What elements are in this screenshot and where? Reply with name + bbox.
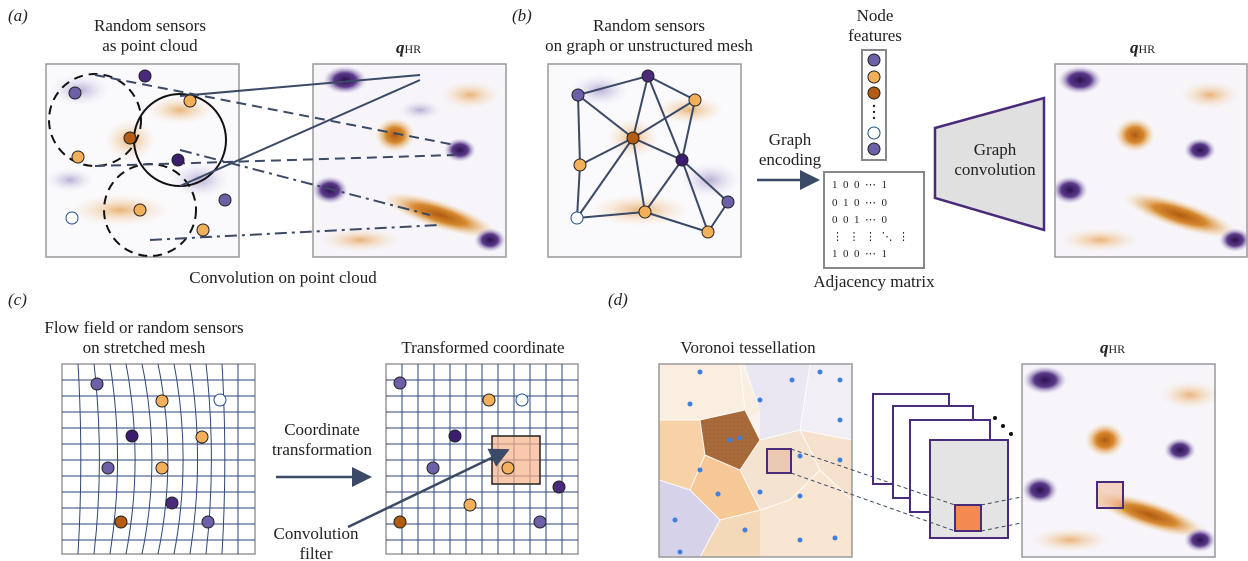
node-features-line1: Node xyxy=(856,6,894,25)
panel-b-tag: (b) xyxy=(512,6,532,25)
panel-a-sensors xyxy=(65,69,232,237)
voronoi-patch-box xyxy=(766,448,792,474)
voronoi-frame xyxy=(658,363,853,558)
panel-a-title-line2: as point cloud xyxy=(102,36,198,55)
panel-a-output-label: qHR xyxy=(396,38,422,57)
coordinate-transformation-line2: transformation xyxy=(271,440,373,459)
panel-c xyxy=(61,363,579,555)
adjacency-matrix-box xyxy=(823,171,925,269)
stretched-mesh-sensors xyxy=(90,377,227,529)
panel-b-title-line1: Random sensors xyxy=(593,16,705,35)
adjacency-matrix-row-1: 1 0 0 ⋯ 1 xyxy=(832,179,887,191)
transformed-coordinate-title: Transformed coordinate xyxy=(401,338,565,357)
panel-a-hr-field xyxy=(313,64,506,257)
panel-b xyxy=(547,49,1248,269)
panel-c-tag: (c) xyxy=(8,290,27,309)
feature-map-stack xyxy=(872,393,1009,539)
mesh-line-curved xyxy=(125,363,136,555)
panel-d xyxy=(658,363,1216,558)
adjacency-matrix-row-3: 0 0 1 ⋯ 0 xyxy=(832,214,887,226)
panel-c-title-line2: on stretched mesh xyxy=(82,338,206,357)
mesh-line-curved xyxy=(221,363,226,555)
panel-d-tag: (d) xyxy=(608,290,628,309)
panel-c-title-line1: Flow field or random sensors xyxy=(44,318,244,337)
mesh-line-curved xyxy=(157,363,169,555)
node-feature-entries xyxy=(867,53,881,156)
panel-b-graph-edges xyxy=(576,75,729,233)
panel-b-output-label: qHR xyxy=(1130,38,1156,57)
graph-encoding-line1: Graph xyxy=(768,130,812,149)
adjacency-matrix-label: Adjacency matrix xyxy=(813,272,935,291)
graph-convolution-line2: convolution xyxy=(954,160,1036,179)
convolution-filter-line2: filter xyxy=(299,544,333,561)
panel-a-caption: Convolution on point cloud xyxy=(189,268,377,287)
voronoi-title: Voronoi tessellation xyxy=(680,338,816,357)
graph-convolution-line1: Graph xyxy=(973,140,1017,159)
panel-d-output-label: qHR xyxy=(1100,338,1126,357)
voronoi-tessellation xyxy=(659,364,852,557)
transformed-grid-sensors xyxy=(393,376,566,529)
panel-b-title-line2: on graph or unstructured mesh xyxy=(545,36,753,55)
graph-encoding-line2: encoding xyxy=(758,150,822,169)
node-features-line2: features xyxy=(848,26,902,45)
coordinate-transformation-line1: Coordinate xyxy=(284,420,360,439)
panel-a-tag: (a) xyxy=(8,6,28,25)
feature-map-patch xyxy=(954,504,982,532)
panel-b-hr-field xyxy=(1055,64,1248,257)
panel-a-hr-frame xyxy=(312,63,507,258)
stretched-mesh xyxy=(61,363,256,555)
mesh-line-curved xyxy=(109,363,119,555)
panel-a-title-line1: Random sensors xyxy=(94,16,206,35)
feature-map-ellipsis xyxy=(993,416,1013,436)
panel-b-sparse-frame xyxy=(547,63,742,258)
adjacency-matrix-row-4: ⋮ ⋮ ⋮ ⋱ ⋮ xyxy=(832,231,909,243)
mesh-line-curved xyxy=(141,363,153,555)
panel-d-hr-frame xyxy=(1021,363,1216,558)
transformed-grid xyxy=(385,363,579,555)
node-feature-ellipsis xyxy=(872,104,876,120)
panel-a-dashed-circle-1 xyxy=(48,73,142,167)
graph-convolution-block xyxy=(933,96,1046,232)
convolution-filter-line1: Convolution xyxy=(273,524,359,543)
adjacency-matrix-row-2: 0 1 0 ⋯ 0 xyxy=(832,197,887,209)
panel-a-connection-lines xyxy=(94,74,456,241)
panel-d-hr-field xyxy=(1022,364,1215,557)
mesh-line-curved xyxy=(173,363,184,555)
convolution-filter-pointer xyxy=(347,448,510,529)
mesh-line-curved xyxy=(189,363,199,555)
panel-d-hr-patch xyxy=(1096,481,1124,509)
mesh-line-curved xyxy=(77,363,82,555)
panel-a xyxy=(45,63,507,258)
panel-b-hr-frame xyxy=(1054,63,1248,258)
panel-b-graph-nodes xyxy=(570,69,735,239)
convolution-filter-box xyxy=(491,435,541,485)
mesh-line-curved xyxy=(205,363,212,555)
adjacency-matrix-row-5: 1 0 0 ⋯ 1 xyxy=(832,248,887,260)
